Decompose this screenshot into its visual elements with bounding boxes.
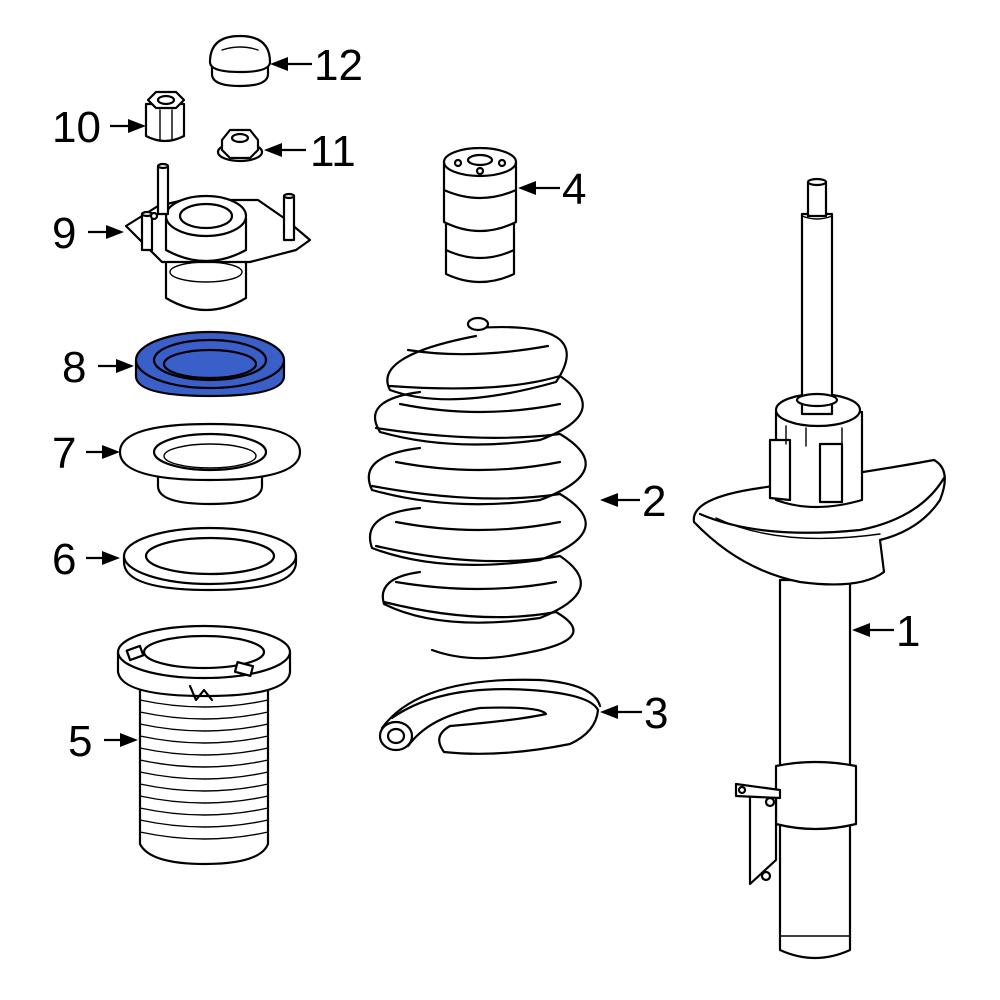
callout-9-label: 9 bbox=[52, 209, 76, 258]
callout-6-label: 6 bbox=[52, 535, 76, 584]
callout-8-label: 8 bbox=[62, 343, 86, 392]
part-10-nut bbox=[144, 90, 186, 143]
callout-11: 11 bbox=[264, 127, 356, 176]
part-9-upper-mount bbox=[124, 162, 312, 312]
part-7-spring-seat bbox=[118, 422, 302, 506]
callout-1-label: 1 bbox=[896, 607, 920, 656]
callout-7: 7 bbox=[52, 429, 120, 478]
callout-3: 3 bbox=[600, 689, 668, 738]
callout-5-label: 5 bbox=[68, 717, 92, 766]
callout-1: 1 bbox=[852, 607, 920, 656]
callout-10-label: 10 bbox=[52, 103, 101, 152]
callout-12-label: 12 bbox=[314, 41, 363, 90]
part-6-insulator bbox=[122, 526, 298, 592]
callout-11-label: 11 bbox=[310, 127, 356, 176]
callout-2-label: 2 bbox=[642, 477, 666, 526]
part-8-highlighted-seat bbox=[134, 330, 286, 398]
callout-4: 4 bbox=[518, 165, 586, 214]
callout-5: 5 bbox=[68, 717, 138, 766]
callout-4-label: 4 bbox=[562, 165, 586, 214]
callout-8: 8 bbox=[62, 343, 134, 392]
part-12-cap bbox=[208, 34, 272, 88]
callout-3-label: 3 bbox=[644, 689, 668, 738]
callout-10: 10 bbox=[52, 103, 146, 152]
callout-6: 6 bbox=[52, 535, 120, 584]
part-2-coil-spring bbox=[367, 316, 587, 660]
callout-9: 9 bbox=[52, 209, 124, 258]
part-3-lower-insulator bbox=[378, 678, 602, 755]
callout-7-label: 7 bbox=[52, 429, 76, 478]
part-11-nut bbox=[216, 128, 264, 163]
part-4-bump-stop bbox=[442, 146, 518, 284]
part-5-dust-boot bbox=[116, 624, 292, 866]
callout-2: 2 bbox=[600, 477, 666, 526]
callout-12: 12 bbox=[270, 41, 363, 90]
part-1-strut bbox=[692, 177, 946, 960]
